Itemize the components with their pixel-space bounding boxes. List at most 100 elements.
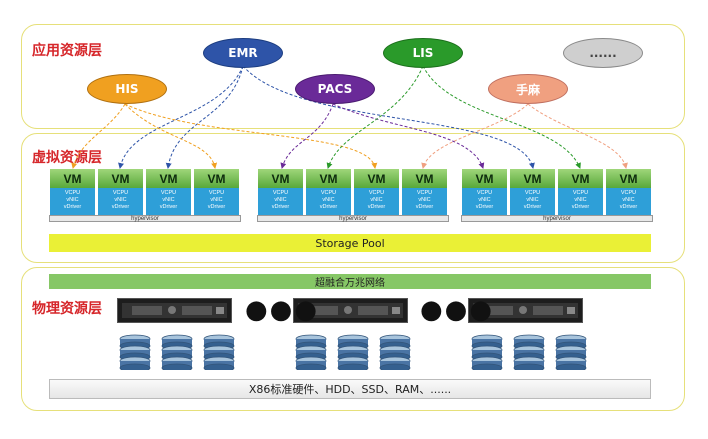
vm-resource-line: vDriver (619, 204, 638, 210)
hypervisor-bar-2: hypervisor (257, 215, 449, 222)
vm-label: VM (258, 169, 303, 188)
server-2 (293, 298, 408, 323)
vm-resource-line: vNIC (210, 197, 223, 203)
network-bar: 超融合万兆网络 (49, 274, 651, 289)
vm-resource-line: vNIC (478, 197, 491, 203)
emr-link-1 (118, 65, 244, 169)
vm-resource-line: VCPU (160, 190, 177, 196)
vm-resource-line: VCPU (272, 190, 289, 196)
vm-label: VM (306, 169, 351, 188)
vm-resource-line: VCPU (112, 190, 129, 196)
ellipsis-dots-1: ●●● (245, 295, 320, 325)
vm-resource-line: VCPU (572, 190, 589, 196)
physical-layer-title: 物理资源层 (32, 301, 102, 317)
vm-resource-line: vDriver (475, 204, 494, 210)
shouma-link-1 (421, 103, 529, 169)
app-emr[interactable]: EMR (203, 38, 283, 68)
server-3 (468, 298, 583, 323)
pacs-link-2 (332, 103, 485, 169)
vm-resource-line: vDriver (207, 204, 226, 210)
emr-link-3 (242, 65, 535, 169)
disk-stack-icon (378, 334, 412, 373)
lis-link-1 (326, 65, 424, 169)
vm-resource-line: vDriver (415, 204, 434, 210)
vm-resource-line: vNIC (526, 197, 539, 203)
vm-label: VM (558, 169, 603, 188)
disk-stack-icon (336, 334, 370, 373)
disk-stack-icon (554, 334, 588, 373)
emr-link-2 (165, 65, 244, 169)
vm-resource-line: VCPU (524, 190, 541, 196)
vm-resource-line: vNIC (274, 197, 287, 203)
vm-resource-line: vNIC (66, 197, 79, 203)
disk-stack-icon (294, 334, 328, 373)
vm-resource-line: VCPU (64, 190, 81, 196)
hypervisor-bar-1: hypervisor (49, 215, 241, 222)
vm-resource-line: vNIC (162, 197, 175, 203)
vm-resource-line: VCPU (416, 190, 433, 196)
vm-label: VM (194, 169, 239, 188)
his-link-1 (71, 103, 126, 169)
vm-label: VM (50, 169, 95, 188)
lis-link-2 (422, 65, 581, 169)
disk-stack-icon (160, 334, 194, 373)
app-lis[interactable]: LIS (383, 38, 463, 68)
vm-label: VM (146, 169, 191, 188)
vm-resource-line: vNIC (622, 197, 635, 203)
vm-resource-line: vNIC (574, 197, 587, 203)
ellipsis-dots-2: ●●● (420, 295, 495, 325)
virtual-layer-title: 虚拟资源层 (32, 150, 102, 166)
vm-resource-line: vDriver (271, 204, 290, 210)
vm-label: VM (462, 169, 507, 188)
hardware-bar: X86标准硬件、HDD、SSD、RAM、...... (49, 379, 651, 399)
vm-resource-line: vDriver (159, 204, 178, 210)
vm-resource-line: vDriver (523, 204, 542, 210)
vm-resource-line: vDriver (571, 204, 590, 210)
vm-resource-line: VCPU (368, 190, 385, 196)
shouma-link-2 (527, 103, 628, 169)
vm-resource-line: VCPU (476, 190, 493, 196)
vm-label: VM (402, 169, 447, 188)
vm-resource-line: VCPU (620, 190, 637, 196)
vm-resource-line: vNIC (322, 197, 335, 203)
vm-label: VM (354, 169, 399, 188)
app-more[interactable]: ...... (563, 38, 643, 68)
vm-resource-line: vNIC (370, 197, 383, 203)
disk-stack-icon (118, 334, 152, 373)
vm-label: VM (98, 169, 143, 188)
app-shouma[interactable]: 手麻 (488, 74, 568, 104)
vm-resource-line: vDriver (319, 204, 338, 210)
disk-stack-icon (202, 334, 236, 373)
vm-resource-line: vDriver (367, 204, 386, 210)
app-his[interactable]: HIS (87, 74, 167, 104)
his-link-2 (124, 103, 218, 169)
disk-stack-icon (512, 334, 546, 373)
vm-label: VM (510, 169, 555, 188)
app-pacs[interactable]: PACS (295, 74, 375, 104)
